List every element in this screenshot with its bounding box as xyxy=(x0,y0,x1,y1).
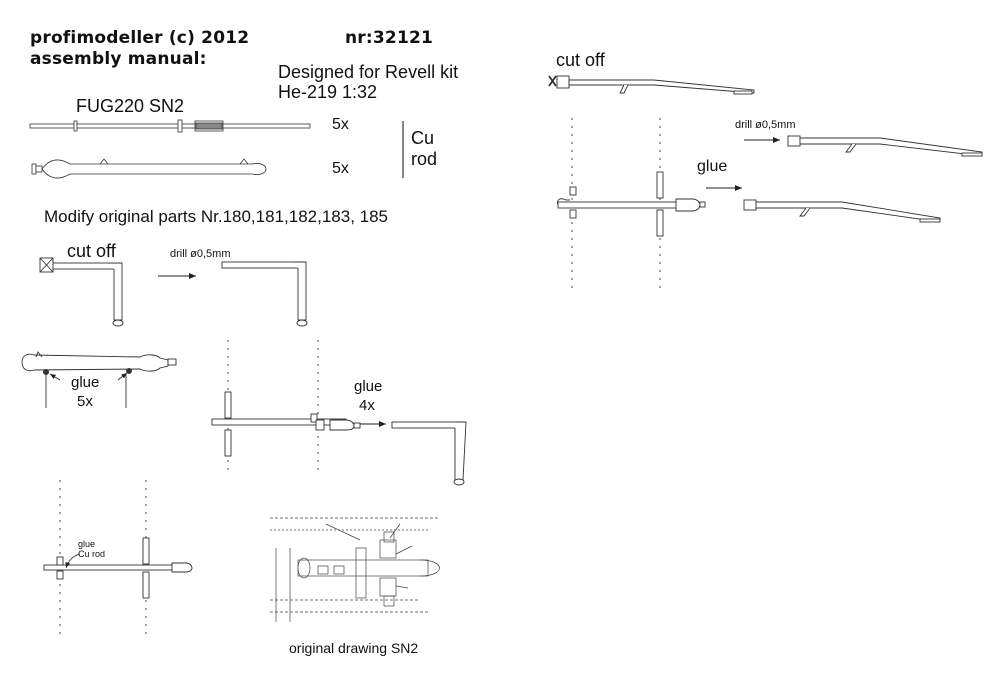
glue-label-mid: glue xyxy=(354,378,383,395)
part-dipole-element xyxy=(31,158,267,179)
cut-off-label-right: cut off xyxy=(556,50,605,70)
designed-for-line-2: He-219 1:32 xyxy=(278,82,378,102)
parts-title: FUG220 SN2 xyxy=(76,96,185,116)
drilled-part-left xyxy=(221,261,308,327)
parts-qty-2: 5x xyxy=(332,160,349,177)
glue-4x-target-part xyxy=(391,421,467,486)
bottom-left-assembly xyxy=(43,480,193,640)
brand-line-2: assembly manual: xyxy=(30,49,207,69)
original-drawing-caption: original drawing SN2 xyxy=(289,640,419,656)
center-assembly xyxy=(211,340,361,470)
cut-off-part-right xyxy=(548,75,755,95)
right-assembly xyxy=(557,118,706,292)
designed-for-line-1: Designed for Revell kit xyxy=(278,62,459,82)
glue-part-left xyxy=(21,351,177,408)
glue-cu-label-line-2: Cu rod xyxy=(78,549,106,559)
glue-cu-label-line-1: glue xyxy=(78,539,96,549)
code-number: nr:32121 xyxy=(345,28,434,48)
brand-line-1: profimodeller (c) 2012 xyxy=(30,28,250,48)
drilled-part-right xyxy=(787,135,983,157)
material-line-2: rod xyxy=(411,149,438,169)
modify-instruction: Modify original parts Nr.180,181,182,183… xyxy=(44,207,389,226)
drill-label-right: drill ø0,5mm xyxy=(735,119,796,131)
cut-off-label-left: cut off xyxy=(67,241,116,261)
cut-off-part-left xyxy=(39,257,124,327)
glue-target-part-right xyxy=(743,199,941,223)
part-thin-rod xyxy=(29,119,311,133)
glue-label-left: glue xyxy=(71,374,100,391)
glue-label-right: glue xyxy=(697,158,728,175)
material-line-1: Cu xyxy=(411,128,435,148)
drill-label-left: drill ø0,5mm xyxy=(170,248,231,260)
glue-qty-left: 5x xyxy=(77,393,93,410)
original-drawing-sn2 xyxy=(270,517,440,622)
glue-qty-mid: 4x xyxy=(359,397,375,414)
parts-qty-1: 5x xyxy=(332,116,349,133)
